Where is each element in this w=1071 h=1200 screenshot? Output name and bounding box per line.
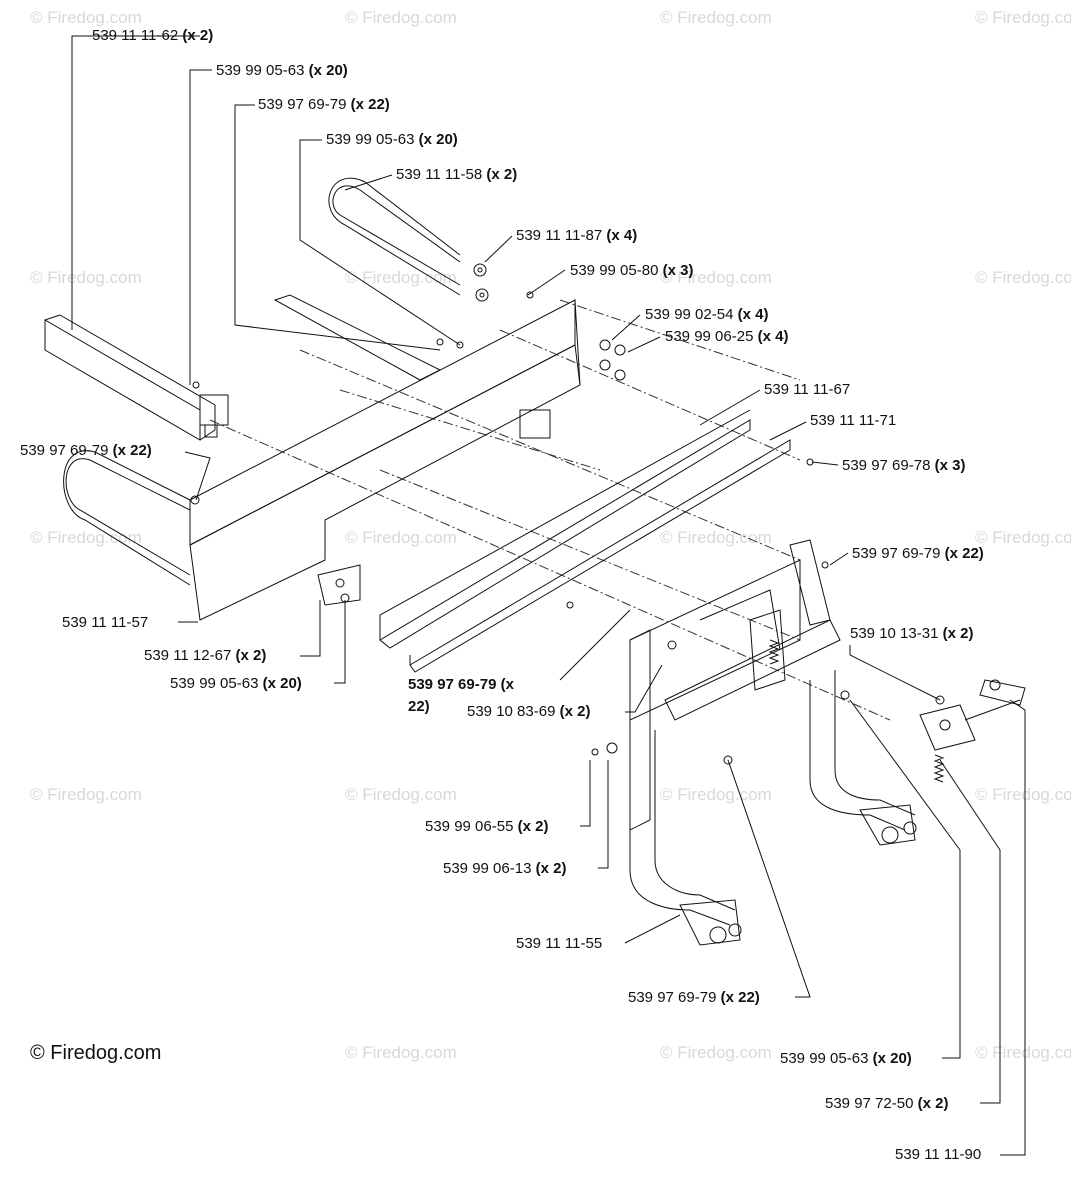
watermark: © Firedog.com [345, 1043, 457, 1062]
site-brand: © Firedog.com [30, 1042, 162, 1064]
small-bracket [317, 564, 361, 606]
part-label: 539 99 06-25 (x 4) [665, 328, 789, 345]
part-label: 539 99 02-54 (x 4) [645, 306, 769, 323]
latch-assembly [919, 679, 1026, 751]
part-label: 539 11 11-71 [810, 412, 897, 429]
hitch-frame [629, 539, 841, 831]
watermark: © Firedog.com [30, 8, 142, 27]
part-label: 539 11 11-55 [516, 935, 603, 952]
part-label: 539 99 05-80 (x 3) [570, 262, 694, 279]
loop-handle-upper [328, 177, 461, 296]
main-channel [189, 294, 581, 621]
alignment-lines [209, 299, 891, 721]
watermark: © Firedog.com [975, 8, 1071, 27]
part-label: 539 99 05-63 (x 20) [216, 62, 348, 79]
watermark: © Firedog.com [975, 528, 1071, 547]
fasteners [190, 263, 945, 765]
watermark: © Firedog.com [30, 785, 142, 804]
watermark: © Firedog.com [30, 268, 142, 287]
leg-left [629, 730, 742, 946]
part-label: 539 97 69-79 (x [408, 676, 514, 693]
watermark: © Firedog.com [345, 8, 457, 27]
part-label: 539 99 05-63 (x 20) [780, 1050, 912, 1067]
part-label: 22) [408, 698, 430, 715]
part-label: 539 99 05-63 (x 20) [170, 675, 302, 692]
part-label: 539 10 13-31 (x 2) [850, 625, 974, 642]
watermark: © Firedog.com [660, 8, 772, 27]
watermark: © Firedog.com [345, 785, 457, 804]
part-label: 539 11 11-57 [62, 614, 149, 631]
part-label: 539 99 05-63 (x 20) [326, 131, 458, 148]
watermark: © Firedog.com [660, 268, 772, 287]
watermark: © Firedog.com [660, 785, 772, 804]
part-label: 539 11 12-67 (x 2) [144, 647, 267, 664]
watermark: © Firedog.com [345, 528, 457, 547]
leg-right [809, 670, 917, 846]
part-label: 539 97 72-50 (x 2) [825, 1095, 949, 1112]
part-label: 539 10 83-69 (x 2) [467, 703, 591, 720]
part-label: 539 97 69-78 (x 3) [842, 457, 966, 474]
loop-handle-lower [63, 450, 191, 586]
watermark: © Firedog.com [975, 1043, 1071, 1062]
watermark: © Firedog.com [975, 268, 1071, 287]
part-label: 539 11 11-87 (x 4) [516, 227, 638, 244]
springs [768, 639, 945, 783]
part-label: 539 99 06-13 (x 2) [443, 860, 567, 877]
watermark: © Firedog.com [30, 528, 142, 547]
part-label: 539 97 69-79 (x 22) [628, 989, 760, 1006]
watermark: © Firedog.com [660, 528, 772, 547]
part-label: 539 97 69-79 (x 22) [852, 545, 984, 562]
watermark: © Firedog.com [660, 1043, 772, 1062]
part-label: 539 99 06-55 (x 2) [425, 818, 549, 835]
watermark: © Firedog.com [345, 268, 457, 287]
part-label: 539 11 11-62 (x 2) [92, 27, 214, 44]
part-label: 539 97 69-79 (x 22) [258, 96, 390, 113]
part-label: 539 11 11-90 [895, 1146, 982, 1163]
leader-lines [71, 35, 1026, 1156]
handle-bar-left [44, 314, 229, 441]
angle-rails [379, 409, 791, 673]
watermark: © Firedog.com [975, 785, 1071, 804]
part-label: 539 97 69-79 (x 22) [20, 442, 152, 459]
part-label: 539 11 11-67 [764, 381, 851, 398]
part-label: 539 11 11-58 (x 2) [396, 166, 518, 183]
